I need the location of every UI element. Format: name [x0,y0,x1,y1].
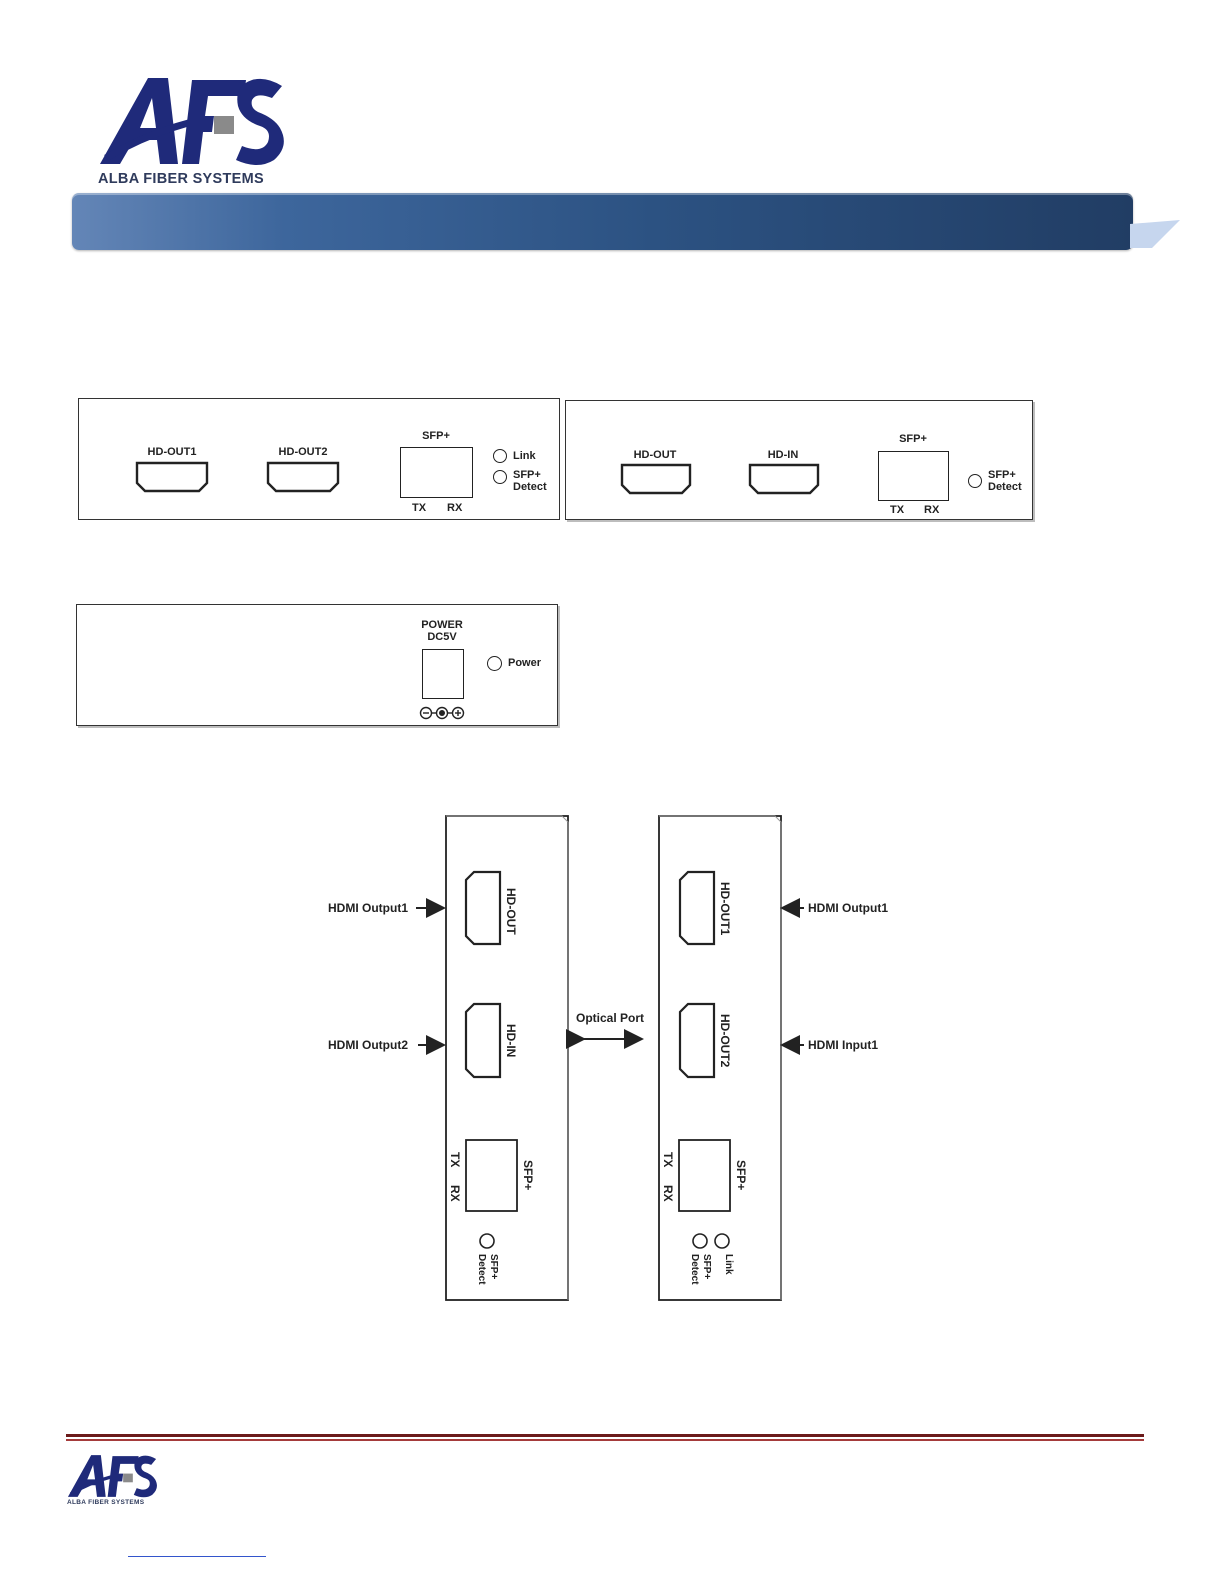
optical-port-label: Optical Port [576,1011,644,1025]
right-device: HD-OUT1 HD-OUT2 SFP+ TX RX Link SFP+ Det… [659,816,781,1300]
sfp-port [466,1140,517,1211]
tx-label: TX [661,1152,675,1167]
led-label-detect: Detect [476,1254,487,1285]
footer-rule [66,1434,1144,1437]
sfp-port [400,447,473,498]
tx-label: TX [412,502,426,514]
hdmi-port-icon [680,872,714,944]
connection-diagram: HD-OUT HD-IN SFP+ TX RX SFP+ Detect HD-O… [300,810,920,1310]
polarity-icon [419,705,465,721]
led-label-detect: Detect [988,481,1022,493]
led-label-link: Link [723,1254,734,1275]
rx-label: RX [447,502,462,514]
transmitter-front-panel: HD-OUT1 HD-OUT2 SFP+ TX RX Link SFP+ Det… [78,398,560,520]
receiver-front-panel: HD-OUT HD-IN SFP+ TX RX SFP+ Detect [565,400,1033,520]
company-logo [96,72,286,170]
sfp-port [878,451,949,501]
led-label-detect: Detect [513,481,547,493]
power-led-icon [487,656,502,671]
footer-link-underline[interactable] [128,1556,266,1557]
power-voltage-label: DC5V [427,631,456,643]
sfp-label: SFP+ [422,430,450,442]
hdmi-port-icon [266,461,340,493]
port-label-hd-out: HD-OUT [504,888,518,935]
sfp-label: SFP+ [521,1160,535,1190]
header-banner [72,193,1133,250]
port-label-hd-in: HD-IN [768,449,799,461]
hdmi-port-icon [135,461,209,493]
left-label-2: HDMI Output2 [328,1038,408,1052]
port-label-hd-out: HD-OUT [634,449,677,461]
sfp-detect-led-icon [693,1234,707,1248]
rx-label: RX [661,1185,675,1202]
led-label-sfp: SFP+ [988,469,1016,481]
company-logo-small [66,1452,158,1500]
right-label-1: HDMI Output1 [808,901,888,915]
right-label-2: HDMI Input1 [808,1038,878,1052]
hdmi-port-icon [466,872,500,944]
sfp-detect-led-icon [480,1234,494,1248]
dc-power-jack [422,649,464,699]
hdmi-port-icon [680,1004,714,1077]
left-label-1: HDMI Output1 [328,901,408,915]
left-device: HD-OUT HD-IN SFP+ TX RX SFP+ Detect [446,816,568,1300]
company-name-small: ALBA FIBER SYSTEMS [67,1499,144,1506]
hdmi-port-icon [620,463,692,495]
footer-rule-thin [66,1439,1144,1441]
port-label-hd-out2: HD-OUT2 [279,446,328,458]
led-label-detect: Detect [689,1254,700,1285]
led-label-sfp: SFP+ [513,469,541,481]
tx-label: TX [890,504,904,516]
led-label-sfp: SFP+ [701,1254,712,1279]
rx-label: RX [448,1185,462,1202]
link-led-icon [493,449,507,463]
port-label-hd-out2: HD-OUT2 [718,1014,732,1068]
header-banner-tail [1130,218,1182,250]
sfp-detect-led-icon [968,474,982,488]
rx-label: RX [924,504,939,516]
sfp-label: SFP+ [899,433,927,445]
led-label-power: Power [508,657,541,669]
link-led-icon [715,1234,729,1248]
company-name: ALBA FIBER SYSTEMS [98,171,264,187]
led-label-sfp: SFP+ [488,1254,499,1279]
hdmi-port-icon [466,1004,500,1077]
hdmi-port-icon [748,463,820,495]
led-label-link: Link [513,450,536,462]
sfp-label: SFP+ [734,1160,748,1190]
port-label-hd-in: HD-IN [504,1024,518,1057]
tx-label: TX [448,1152,462,1167]
sfp-port [679,1140,730,1211]
power-label: POWER [421,619,463,631]
power-rear-panel: POWER DC5V Power [76,604,558,726]
port-label-hd-out1: HD-OUT1 [148,446,197,458]
sfp-detect-led-icon [493,470,507,484]
port-label-hd-out1: HD-OUT1 [718,882,732,936]
